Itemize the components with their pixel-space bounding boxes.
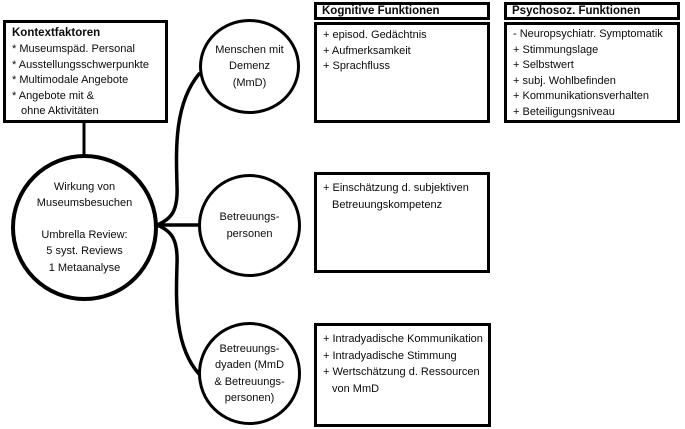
hub-circle-line: Wirkung von <box>53 180 116 193</box>
dyad-circle-line: Betreuungs- <box>219 342 280 355</box>
psychosocial-outcome-item: + Stimmungslage <box>513 43 599 56</box>
cognitive-outcome-item: + Sprachfluss <box>323 60 390 73</box>
cognitive-functions-title: Kognitive Funktionen <box>322 5 440 17</box>
psychosocial-outcome-item: + Beteiligungsniveau <box>513 105 615 118</box>
carer-circle-line: personen <box>226 227 273 240</box>
dyad-circle-line: personen) <box>224 392 275 404</box>
psychosocial-outcome-item: + subj. Wohlbefinden <box>513 74 616 87</box>
dyad-outcome-box: + Intradyadische Kommunikation + Intrady… <box>314 323 491 427</box>
dyad-circle-line: & Betreuungs- <box>214 375 285 388</box>
dyad-outcome-item: + Wertschätzung d. Ressourcen <box>323 366 480 378</box>
hub-circle-line: 1 Metaanalyse <box>48 261 121 274</box>
cognitive-functions-box: + episod. Gedächtnis + Aufmerksamkeit + … <box>314 22 490 123</box>
context-factor-item: * Ausstellungsschwerpunkte <box>12 58 149 71</box>
caregiver-outcome-item-continuation: Betreuungskompetenz <box>332 198 443 211</box>
psychosocial-functions-title: Psychosoz. Funktionen <box>512 5 641 17</box>
dyad-outcome-item: + Intradyadische Stimmung <box>323 349 457 362</box>
dyad-outcome-item-continuation: von MmD <box>332 382 380 395</box>
hub-circle-title-group: Wirkung von Museumsbesuchen <box>37 179 132 212</box>
mmd-circle-line: Demenz <box>229 60 270 73</box>
context-factors-box: Kontextfaktoren * Museumspäd. Personal *… <box>3 20 168 123</box>
psychosocial-functions-box: - Neuropsychiatr. Symptomatik + Stimmung… <box>504 22 680 123</box>
caregiver-outcome-item: + Einschätzung d. subjektiven <box>323 182 469 194</box>
hub-circle-museum-effects: Wirkung von Museumsbesuchen Umbrella Rev… <box>11 154 158 301</box>
people-with-dementia-circle: Menschen mit Demenz (MmD) <box>199 19 300 114</box>
psychosocial-outcome-item: - Neuropsychiatr. Symptomatik <box>513 28 663 40</box>
mmd-circle-line: Menschen mit <box>215 43 284 56</box>
hub-circle-line: Umbrella Review: <box>41 228 128 241</box>
context-factor-item-continuation: ohne Aktivitäten <box>21 105 99 118</box>
care-dyads-circle: Betreuungs- dyaden (MmD & Betreuungs- pe… <box>198 322 301 425</box>
psychosocial-functions-title-box: Psychosoz. Funktionen <box>504 2 680 20</box>
cognitive-functions-title-box: Kognitive Funktionen <box>314 2 490 20</box>
hub-circle-line: 5 syst. Reviews <box>46 245 123 258</box>
mmd-circle-line: (MmD) <box>232 76 267 89</box>
cognitive-outcome-item: + episod. Gedächtnis <box>323 29 427 41</box>
context-factor-item: * Angebote mit & <box>12 89 94 102</box>
dyad-circle-line: dyaden (MmD <box>214 359 285 371</box>
context-factors-title: Kontextfaktoren <box>12 27 101 39</box>
hub-circle-line: Museumsbesuchen <box>36 197 133 210</box>
psychosocial-outcome-item: + Kommunikationsverhalten <box>513 90 650 103</box>
carer-circle-line: Betreuungs- <box>219 211 280 223</box>
context-factor-item: * Museumspäd. Personal <box>12 43 135 55</box>
hub-circle-review-group: Umbrella Review: 5 syst. Reviews 1 Metaa… <box>41 227 127 277</box>
caregivers-circle: Betreuungs- personen <box>198 174 301 277</box>
connector-hub-to-dyads <box>155 223 201 376</box>
context-factor-item: * Multimodale Angebote <box>12 74 129 87</box>
psychosocial-outcome-item: + Selbstwert <box>513 59 574 72</box>
cognitive-outcome-item: + Aufmerksamkeit <box>323 44 411 57</box>
caregiver-outcome-box: + Einschätzung d. subjektiven Betreuungs… <box>314 172 490 273</box>
dyad-outcome-item: + Intradyadische Kommunikation <box>323 333 483 345</box>
